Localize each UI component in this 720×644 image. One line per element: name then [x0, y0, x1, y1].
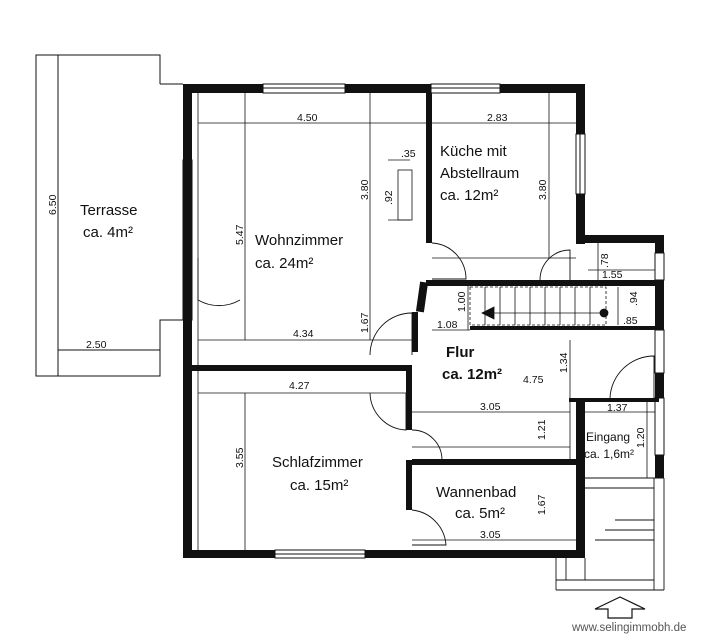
dim-hall-width: 4.75	[523, 374, 544, 386]
kitchen-name-1: Küche mit	[440, 143, 508, 160]
entrance-steps	[555, 477, 665, 591]
dim-entrance-height: 1.20	[635, 427, 647, 448]
inner-lines	[197, 93, 655, 550]
hallway-area: ca. 12m²	[442, 366, 502, 383]
dim-kitchen-width: 2.83	[487, 112, 508, 124]
hallway-name: Flur	[446, 344, 474, 361]
outer-walls	[183, 84, 664, 558]
dim-living-top: 4.50	[297, 112, 318, 124]
terrace-name: Terrasse	[80, 202, 138, 219]
dim-bathroom-width: 3.05	[480, 529, 501, 541]
dim-hall-lower-height: 1.21	[536, 419, 548, 440]
dim-stair-b: 1.55	[602, 269, 623, 281]
dim-living-hall-height: 1.67	[359, 312, 371, 333]
dim-stair-f: .85	[623, 315, 638, 327]
living-room-name: Wohnzimmer	[255, 232, 343, 249]
dim-living-bottom: 4.34	[293, 328, 314, 340]
staircase	[469, 286, 619, 326]
dim-bedroom-height: 3.55	[234, 447, 246, 468]
dim-stair-d: 1.08	[437, 319, 458, 331]
bathroom-name: Wannenbad	[436, 484, 516, 501]
dim-hall-height: 1.34	[558, 352, 570, 373]
dim-living-niche-a: .35	[401, 148, 416, 160]
interior-walls	[192, 93, 659, 510]
dim-stair-a: .78	[599, 253, 611, 268]
doors	[197, 242, 655, 546]
dim-hall-lower-width: 3.05	[480, 401, 501, 413]
dim-terrace-height: 6.50	[47, 194, 59, 215]
entrance-arrow-icon	[594, 596, 646, 619]
dim-stair-e: .94	[628, 291, 640, 306]
entrance-area: ca. 1,6m²	[584, 447, 634, 461]
dim-stair-c: 1.00	[456, 291, 468, 312]
dim-terrace-width: 2.50	[86, 339, 107, 351]
dim-bathroom-height: 1.67	[536, 494, 548, 515]
dim-living-height: 5.47	[234, 224, 246, 245]
dim-bedroom-width: 4.27	[289, 380, 310, 392]
dim-living-niche-b: .92	[383, 190, 395, 205]
terrace-outline	[35, 54, 183, 377]
kitchen-area: ca. 12m²	[440, 187, 498, 204]
terrace-area: ca. 4m²	[83, 224, 133, 241]
kitchen-name-2: Abstellraum	[440, 165, 519, 182]
bathroom-area: ca. 5m²	[455, 505, 505, 522]
dim-kitchen-height: 3.80	[537, 179, 549, 200]
bedroom-area: ca. 15m²	[290, 477, 348, 494]
bedroom-name: Schlafzimmer	[272, 454, 363, 471]
windows	[182, 83, 665, 559]
dim-living-niche-height: 3.80	[359, 179, 371, 200]
watermark-text: www.selingimmobh.de	[571, 622, 686, 634]
dim-entrance-width: 1.37	[607, 402, 628, 414]
entrance-name: Eingang	[586, 430, 630, 444]
living-room-area: ca. 24m²	[255, 255, 313, 272]
